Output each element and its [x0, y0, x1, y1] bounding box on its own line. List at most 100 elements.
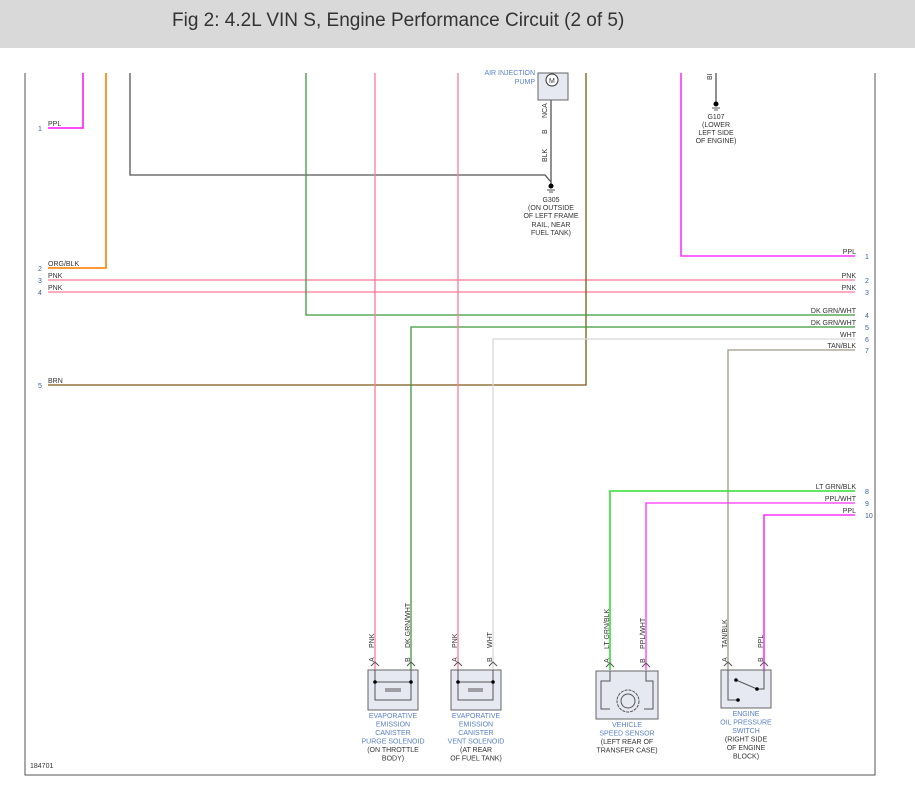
left-pin-number: 5	[38, 383, 42, 390]
right-wire-label: DK GRN/WHT	[811, 308, 857, 315]
svg-text:BLK: BLK	[542, 148, 549, 162]
ground-g305: G305 (ON OUTSIDE OF LEFT FRAME RAIL, NEA…	[523, 183, 579, 237]
right-wire-label: LT GRN/BLK	[816, 484, 857, 491]
wire-label: PPL	[758, 635, 765, 648]
frame	[24, 73, 876, 776]
wire-ppl-1-right	[680, 73, 855, 257]
svg-text:LEFT SIDE: LEFT SIDE	[698, 130, 734, 137]
component-1	[450, 661, 502, 711]
wire-label: LT GRN/BLK	[604, 608, 611, 649]
component-name: OIL PRESSURE	[720, 720, 772, 727]
wire-brn	[48, 73, 587, 386]
right-wire-label: WHT	[840, 332, 857, 339]
right-pin-number: 4	[865, 313, 869, 320]
component-location: BODY)	[382, 756, 404, 763]
left-wire-label: PNK	[48, 285, 63, 292]
svg-text:G107: G107	[707, 114, 724, 121]
wire-org-blk	[48, 73, 107, 269]
pin-letter: B	[640, 658, 647, 663]
component-location: (RIGHT SIDE	[725, 737, 768, 744]
wire-tan-blk	[727, 349, 855, 670]
right-pin-number: 5	[865, 325, 869, 332]
pin-letter: B	[487, 657, 494, 662]
component-name: EMISSION	[459, 722, 493, 729]
header-bar: Fig 2: 4.2L VIN S, Engine Performance Ci…	[0, 0, 915, 48]
component-location: (ON THROTTLE	[367, 747, 419, 754]
svg-text:AIR INJECTION: AIR INJECTION	[484, 70, 535, 77]
left-wire-label: ORG/BLK	[48, 261, 79, 268]
component-location: BLOCK)	[733, 754, 759, 761]
svg-text:OF ENGINE): OF ENGINE)	[696, 138, 737, 145]
page-title: Fig 2: 4.2L VIN S, Engine Performance Ci…	[172, 10, 625, 31]
right-pin-number: 9	[865, 501, 869, 508]
ground-g107: BI G107 (LOWER LEFT SIDE OF ENGINE)	[696, 73, 737, 145]
right-pin-number: 10	[865, 513, 873, 520]
right-wire-label: PNK	[842, 273, 857, 280]
svg-text:B: B	[542, 129, 549, 134]
svg-text:FUEL TANK): FUEL TANK)	[531, 230, 571, 237]
figure-id: 184701	[30, 763, 53, 770]
left-pin-number: 3	[38, 278, 42, 285]
svg-text:G305: G305	[542, 197, 559, 204]
component-name: CANISTER	[375, 730, 410, 737]
right-wire-label: PPL/WHT	[825, 496, 857, 503]
right-pin-number: 6	[865, 337, 869, 344]
component-name: EVAPORATIVE	[452, 713, 501, 720]
right-pin-number: 1	[865, 254, 869, 261]
wire-label: PPL/WHT	[640, 617, 647, 649]
component-2	[595, 662, 659, 720]
wire-ppl-wht	[645, 502, 855, 670]
right-pin-number: 7	[865, 348, 869, 355]
right-wire-label: TAN/BLK	[827, 343, 856, 350]
component-name: VEHICLE	[612, 722, 642, 729]
svg-text:NCA: NCA	[542, 103, 549, 118]
component-name: SPEED SENSOR	[599, 731, 654, 738]
wire-label: WHT	[487, 631, 494, 648]
air-injection-pump: M AIR INJECTION PUMP NCA B BLK	[484, 70, 569, 162]
left-pin-number: 2	[38, 266, 42, 273]
component-name: SWITCH	[732, 728, 760, 735]
wire-wht	[492, 338, 855, 670]
pin-letter: B	[405, 657, 412, 662]
left-wire-label: BRN	[48, 378, 63, 385]
wire-label: DK GRN/WHT	[405, 602, 412, 648]
component-location: TRANSFER CASE)	[596, 748, 657, 755]
component-name: EMISSION	[376, 722, 410, 729]
right-wire-label: PPL	[843, 508, 856, 515]
wire-blk-ground	[129, 73, 552, 183]
svg-text:OF LEFT FRAME: OF LEFT FRAME	[523, 213, 578, 220]
component-location: (AT REAR	[460, 747, 492, 754]
wire-dk-grn	[305, 73, 855, 316]
wire-lt-grn-blk	[609, 490, 855, 670]
wire-label: TAN/BLK	[722, 619, 729, 648]
component-location: OF ENGINE	[727, 745, 766, 752]
wire-label: PNK	[369, 633, 376, 648]
pin-letter: A	[722, 657, 729, 662]
left-wire-label: PPL	[48, 121, 61, 128]
svg-text:PUMP: PUMP	[515, 79, 536, 86]
svg-text:BI: BI	[707, 73, 714, 80]
svg-text:RAIL, NEAR: RAIL, NEAR	[532, 222, 571, 229]
wire-label: PNK	[452, 633, 459, 648]
right-wire-label: DK GRN/WHT	[811, 320, 857, 327]
svg-text:(ON OUTSIDE: (ON OUTSIDE	[528, 205, 574, 212]
pin-letter: A	[369, 657, 376, 662]
component-name: EVAPORATIVE	[369, 713, 418, 720]
component-name: PURGE SOLENOID	[361, 739, 424, 746]
pin-letter: B	[758, 657, 765, 662]
component-name: CANISTER	[458, 730, 493, 737]
wire-ppl-right	[763, 514, 855, 670]
component-location: OF FUEL TANK)	[450, 756, 502, 763]
motor-symbol: M	[549, 78, 555, 85]
component-location: (LEFT REAR OF	[601, 739, 653, 746]
right-pin-number: 2	[865, 278, 869, 285]
svg-text:(LOWER: (LOWER	[702, 122, 730, 129]
component-name: ENGINE	[733, 711, 760, 718]
component-0	[367, 661, 419, 711]
right-wire-label: PPL	[843, 249, 856, 256]
wire-dk-grn-wht	[410, 326, 855, 670]
right-pin-number: 3	[865, 290, 869, 297]
component-name: VENT SOLENOID	[448, 739, 505, 746]
left-pin-number: 1	[38, 126, 42, 133]
